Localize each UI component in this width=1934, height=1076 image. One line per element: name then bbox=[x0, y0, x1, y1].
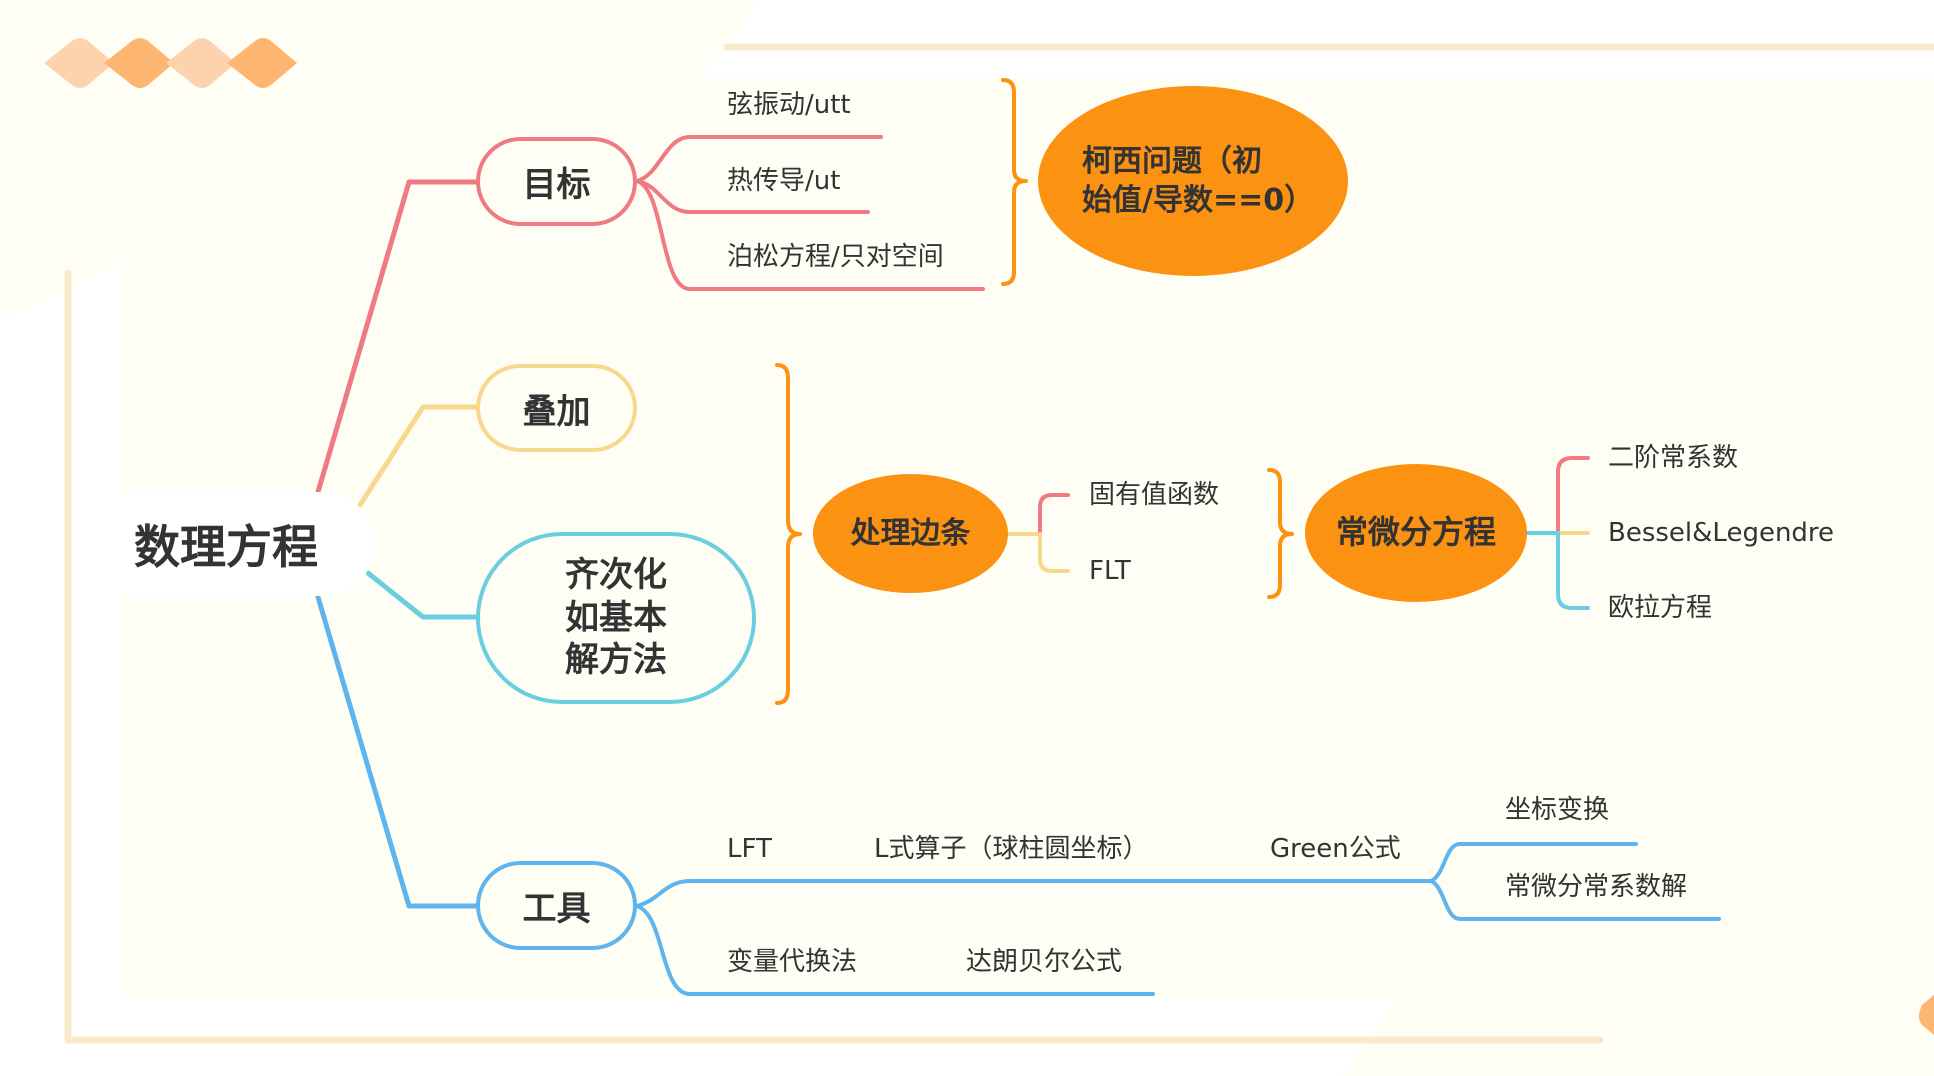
brace-superposition-homogenize bbox=[775, 363, 802, 705]
ode-summary-node[interactable]: 常微分方程 bbox=[1305, 464, 1527, 602]
link-root-tools bbox=[315, 594, 481, 909]
link-goal-child-3 bbox=[635, 179, 985, 291]
homogenize-line-2: 如基本 bbox=[565, 597, 667, 638]
tools-row2-item-2[interactable]: 达朗贝尔公式 bbox=[966, 947, 1123, 977]
diamond-corner bbox=[1919, 995, 1934, 1035]
link-boundary-child-1 bbox=[1038, 493, 1070, 536]
white-frame-top bbox=[700, 0, 1934, 78]
root-label: 数理方程 bbox=[134, 520, 318, 574]
branch-superposition-node[interactable]: 叠加 bbox=[476, 364, 637, 452]
tools-row2-item-1[interactable]: 变量代换法 bbox=[727, 947, 858, 977]
boundary-node[interactable]: 处理边条 bbox=[813, 474, 1008, 593]
goal-child-1[interactable]: 弦振动/utt bbox=[727, 90, 851, 120]
branch-homogenize-node[interactable]: 齐次化 如基本 解方法 bbox=[476, 532, 756, 704]
branch-goal-node[interactable]: 目标 bbox=[476, 137, 637, 226]
diamond-4 bbox=[227, 38, 297, 88]
goal-child-2[interactable]: 热传导/ut bbox=[727, 166, 841, 196]
tools-row1-item-1[interactable]: LFT bbox=[727, 834, 772, 864]
homogenize-line-3: 解方法 bbox=[565, 640, 667, 681]
branch-goal-label: 目标 bbox=[522, 165, 591, 205]
tools-row1-item-3[interactable]: Green公式 bbox=[1270, 834, 1401, 864]
tools-row1-item-2[interactable]: L式算子（球柱圆坐标） bbox=[874, 834, 1149, 864]
link-tools-row-1 bbox=[635, 879, 1433, 908]
goal-summary-node[interactable]: 柯西问题（初 始值/导数==0） bbox=[1038, 86, 1348, 276]
link-ode-child-3 bbox=[1556, 531, 1590, 610]
ode-summary-label: 常微分方程 bbox=[1335, 513, 1496, 552]
brace-goal bbox=[1001, 78, 1028, 286]
ode-child-1[interactable]: 二阶常系数 bbox=[1608, 443, 1739, 473]
link-tools-row-2 bbox=[635, 904, 1155, 996]
branch-superposition-label: 叠加 bbox=[522, 391, 591, 432]
link-green-child-1 bbox=[1429, 842, 1638, 883]
goal-summary-line-2: 始值/导数==0） bbox=[1082, 183, 1315, 218]
boundary-child-2[interactable]: FLT bbox=[1089, 556, 1131, 586]
link-ode-child-1 bbox=[1556, 456, 1590, 535]
branch-tools-label: 工具 bbox=[522, 889, 591, 929]
goal-summary-line-1: 柯西问题（初 bbox=[1082, 144, 1262, 179]
ode-child-2[interactable]: Bessel&Legendre bbox=[1608, 518, 1835, 548]
link-root-homogenize bbox=[365, 570, 481, 620]
link-boundary-child-2 bbox=[1038, 532, 1070, 573]
diamond-3 bbox=[166, 38, 236, 88]
link-goal-child-1 bbox=[635, 135, 883, 183]
boundary-child-1[interactable]: 固有值函数 bbox=[1089, 480, 1220, 510]
link-root-superposition bbox=[357, 404, 481, 508]
link-root-goal bbox=[315, 179, 481, 495]
root-node[interactable]: 数理方程 bbox=[120, 492, 375, 596]
diamond-1 bbox=[44, 38, 114, 88]
homogenize-line-1: 齐次化 bbox=[565, 555, 667, 596]
diamond-2 bbox=[104, 38, 174, 88]
white-frame-left bbox=[0, 262, 120, 1076]
brace-boundary bbox=[1267, 468, 1294, 599]
green-child-1[interactable]: 坐标变换 bbox=[1505, 795, 1610, 825]
diamond-decoration bbox=[44, 38, 1934, 1035]
branch-tools-node[interactable]: 工具 bbox=[476, 861, 637, 950]
green-child-2[interactable]: 常微分常系数解 bbox=[1505, 872, 1688, 902]
boundary-label: 处理边条 bbox=[850, 516, 971, 551]
ode-child-3[interactable]: 欧拉方程 bbox=[1608, 593, 1713, 623]
link-green-child-2 bbox=[1429, 879, 1721, 921]
goal-child-3[interactable]: 泊松方程/只对空间 bbox=[727, 242, 944, 272]
